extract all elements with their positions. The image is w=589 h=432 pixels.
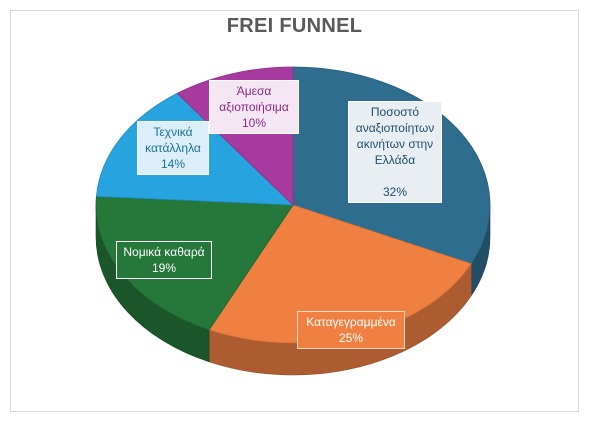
slice-value: 14% (160, 157, 186, 171)
slice-label: Ποσοστό αναξιοποίητων ακινήτων στην Ελλά… (355, 105, 435, 167)
callout-καταγεγραμμένα: Καταγεγραμμένα 25% (297, 311, 405, 349)
slice-value: 10% (241, 116, 267, 130)
slice-label: Άμεσα αξιοποιήσιμα (219, 84, 289, 114)
callout-ποσοστό: Ποσοστό αναξιοποίητων ακινήτων στην Ελλά… (348, 101, 442, 203)
slice-value: 32% (382, 185, 408, 199)
callout-τεχνικά: Τεχνικά κατάλληλα 14% (137, 121, 209, 175)
chart-title: FREI FUNNEL (226, 15, 363, 37)
slice-value: 25% (338, 331, 364, 345)
callout-νομικά-καθαρά: Νομικά καθαρά 19% (116, 241, 212, 279)
slice-value: 19% (151, 261, 177, 275)
slice-label: Τεχνικά κατάλληλα (145, 125, 201, 155)
slice-label: Καταγεγραμμένα (306, 315, 396, 329)
callout-άμεσα: Άμεσα αξιοποιήσιμα 10% (209, 80, 299, 134)
slice-label: Νομικά καθαρά (123, 245, 205, 259)
